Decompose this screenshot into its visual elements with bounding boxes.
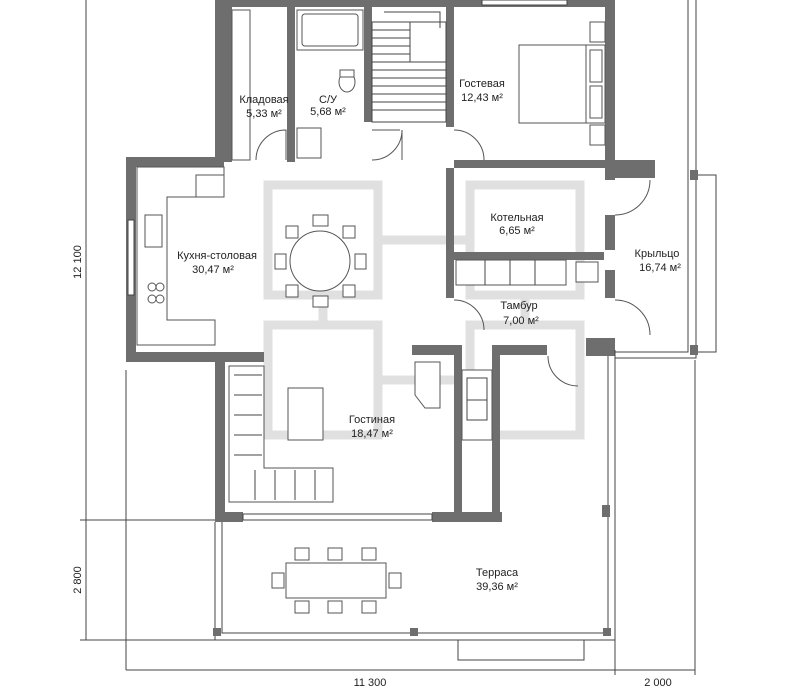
doors	[255, 129, 651, 387]
vestibule-name: Тамбур	[500, 300, 537, 312]
guest-bed	[518, 21, 606, 146]
terrace-outline	[213, 350, 616, 661]
kitchen-counters	[136, 166, 225, 346]
dim-terrace-depth: 2 800	[72, 566, 84, 594]
dim-porch-width: 2 000	[644, 677, 672, 689]
sofa	[228, 365, 334, 503]
dim-total-width: 11 300	[354, 677, 387, 689]
dimension-lines	[80, 0, 696, 675]
terrace-area: 39,36 м²	[476, 581, 518, 593]
boiler-name: Котельная	[490, 212, 543, 224]
dim-total-height: 12 100	[72, 245, 84, 279]
terrace-name: Терраса	[476, 567, 519, 579]
guest-area: 12,43 м²	[461, 92, 503, 104]
porch-name: Крыльцо	[635, 248, 680, 260]
bathroom-area: 5,68 м²	[310, 106, 346, 118]
room-labels: Кладовая 5,33 м² С/У 5,68 м² Гостевая 12…	[177, 78, 681, 593]
guest-name: Гостевая	[459, 78, 505, 90]
pantry-shelves	[231, 9, 251, 161]
walls	[126, 0, 655, 522]
stairs	[371, 11, 447, 123]
boiler-fixtures	[455, 259, 599, 286]
pantry-area: 5,33 м²	[246, 108, 282, 120]
porch-outline	[615, 0, 717, 359]
porch-area: 16,74 м²	[639, 262, 681, 274]
living-name: Гостиная	[349, 414, 395, 426]
vestibule-area: 7,00 м²	[503, 315, 539, 327]
kitchen-area: 30,47 м²	[192, 264, 234, 276]
living-area: 18,47 м²	[351, 428, 393, 440]
bathroom-name: С/У	[319, 94, 338, 106]
kitchen-name: Кухня-столовая	[177, 250, 257, 262]
boiler-area: 6,65 м²	[499, 225, 535, 237]
bathroom-fixtures	[296, 9, 364, 159]
terrace-table	[271, 547, 402, 614]
dimension-labels: 12 100 2 800 11 300 2 000	[72, 245, 672, 689]
pantry-name: Кладовая	[239, 94, 288, 106]
dining-table	[274, 214, 367, 308]
fireplace	[414, 361, 493, 441]
